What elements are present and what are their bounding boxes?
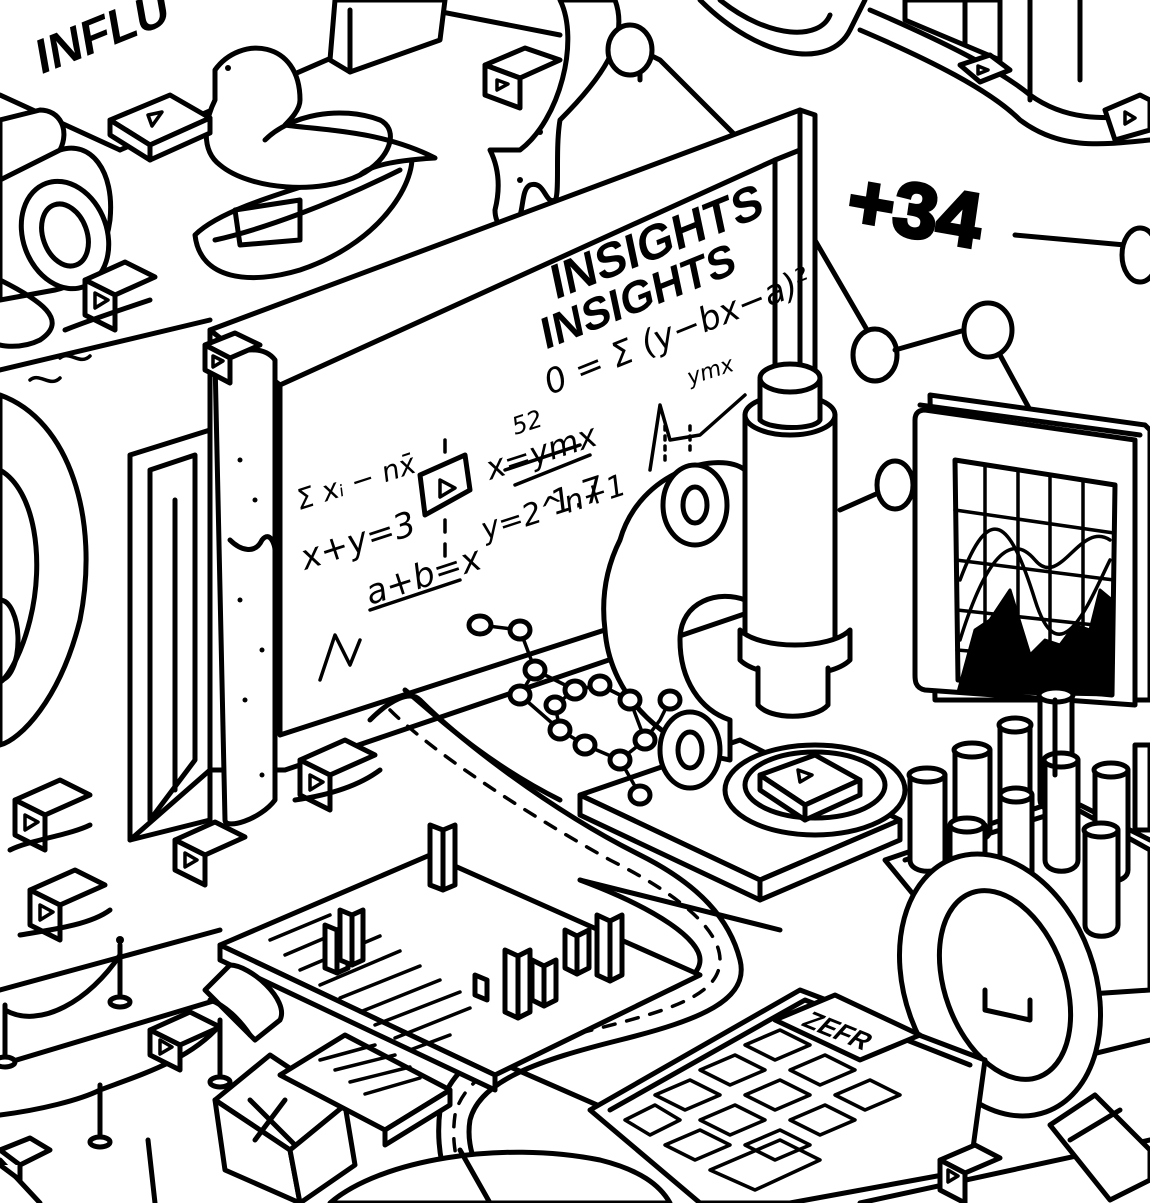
bird-icon: [192, 45, 438, 281]
camera-lens-icon: [0, 107, 114, 349]
road-path: [367, 687, 744, 1203]
bar-chart-icon: [902, 0, 1083, 103]
play-button-icon: [17, 867, 113, 943]
pie-shape: [327, 1147, 673, 1203]
molecule-icon: [466, 613, 683, 807]
play-button-icon: [1102, 92, 1150, 143]
influence-label: INFLU: [32, 0, 172, 86]
play-button-icon: [202, 330, 263, 386]
play-button-icon: [147, 1009, 223, 1073]
play-button-icon: [0, 1135, 53, 1183]
x-mark-icon: [212, 1052, 358, 1203]
speaker-shape: [0, 392, 89, 748]
play-button-icon: [292, 737, 383, 813]
microscope-icon: [577, 361, 908, 903]
play-button-icon: [957, 52, 1013, 85]
bar-group: [322, 822, 625, 1021]
counter-label: +34: [841, 154, 990, 267]
molecule-icon: [605, 22, 1150, 513]
drip-shape: [487, 0, 622, 232]
counter-text: +34: [843, 156, 988, 265]
calculator-keys: [623, 1028, 902, 1192]
play-button-icon: [62, 259, 158, 333]
play-button-icon: [482, 45, 563, 111]
squiggle-marks: [28, 353, 92, 384]
play-button-icon: [172, 819, 248, 888]
rope-barrier: [0, 936, 233, 1203]
play-button-icon: [7, 777, 93, 853]
line-chart-icon: [912, 392, 1150, 708]
tv-icon: [327, 0, 448, 75]
rolled-paper: [202, 962, 285, 1043]
magnifying-glass-icon: [896, 851, 1150, 1203]
note-paper: [277, 1032, 453, 1148]
play-button-icon: [417, 438, 473, 562]
play-button-icon: [107, 92, 213, 163]
play-button-icon: [937, 1142, 1003, 1203]
bar-chart-icon: [217, 822, 703, 1093]
